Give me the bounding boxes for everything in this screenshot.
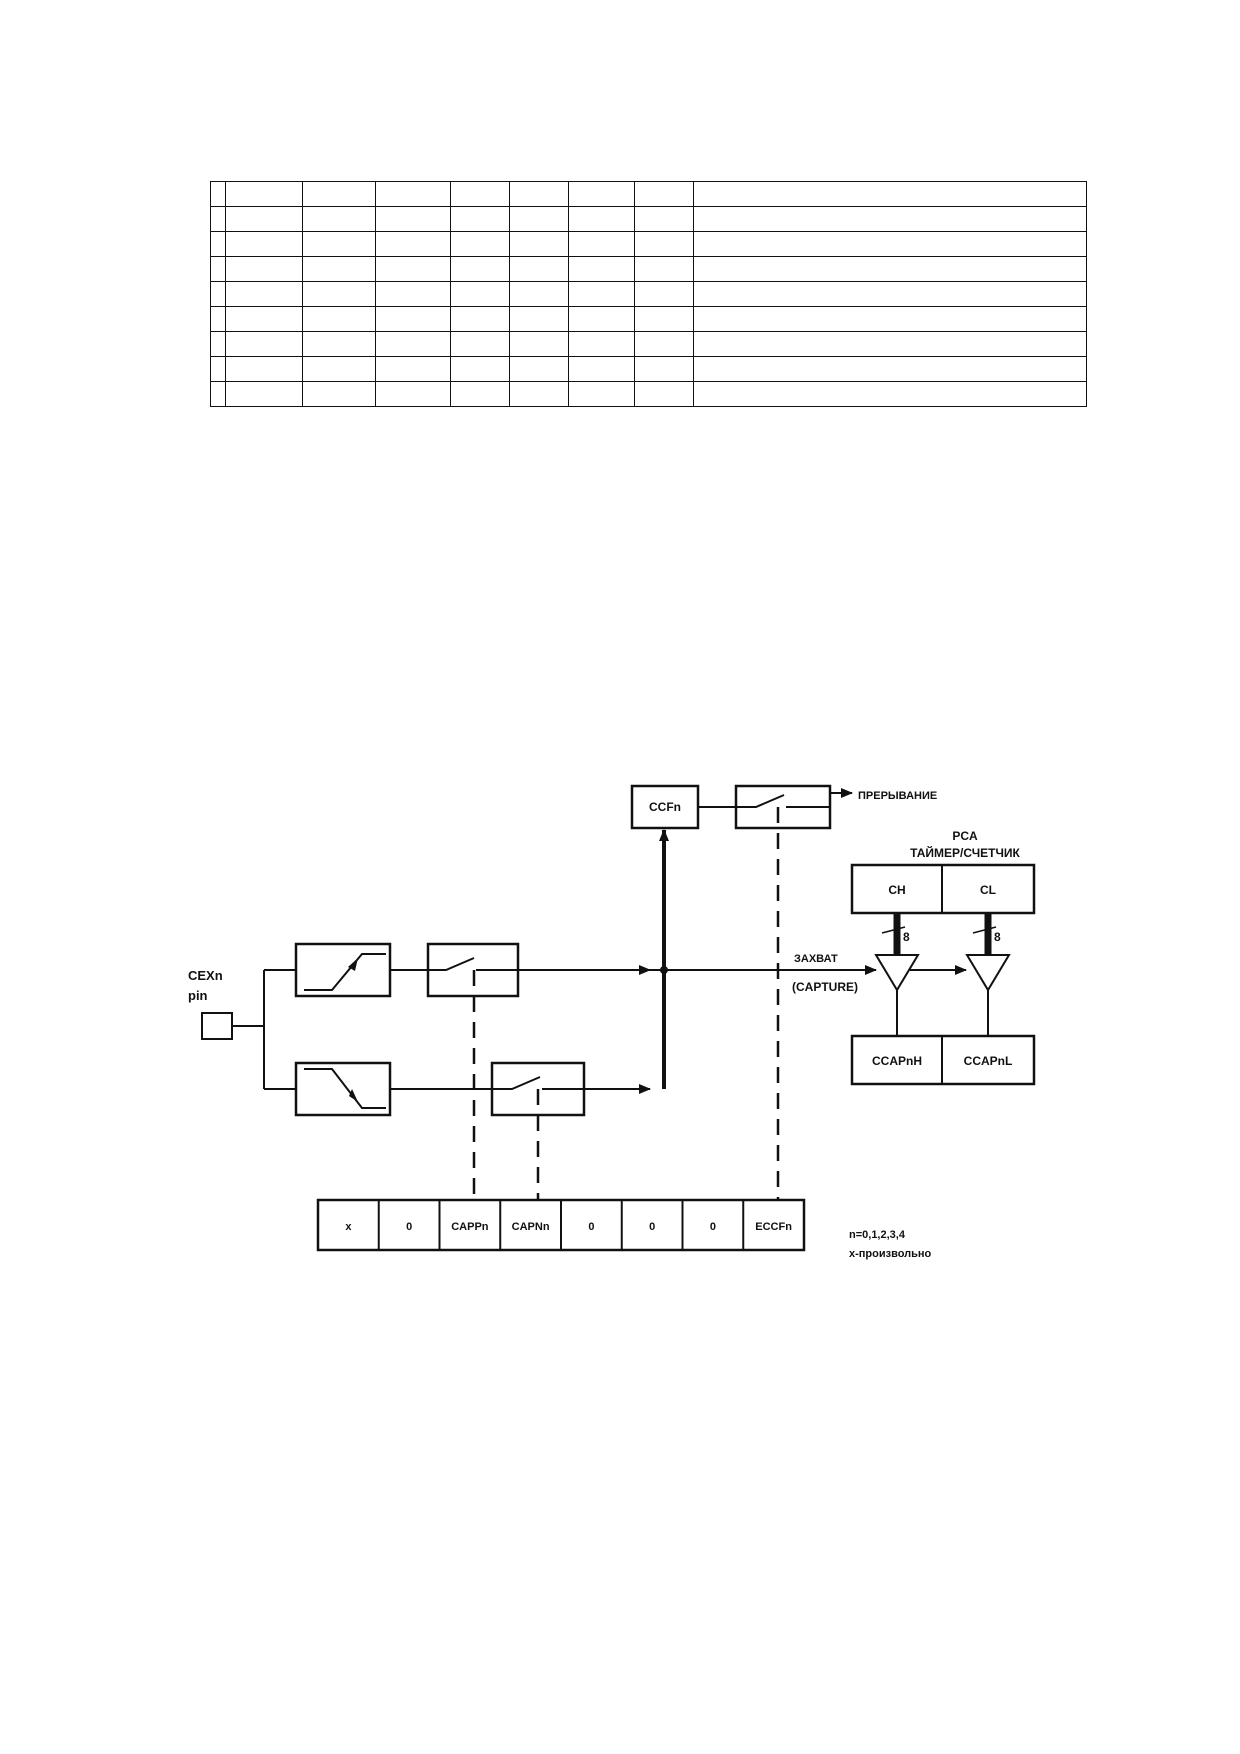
falling-edge-detector (294, 1061, 392, 1117)
ch-bus-width: 8 (903, 930, 910, 944)
register-bit-5: 0 (649, 1221, 655, 1233)
ch-bus-slash (881, 926, 906, 934)
table-cell (375, 331, 451, 357)
table-cell (693, 206, 1087, 232)
capp-switch (390, 942, 520, 998)
table-cell (225, 256, 303, 282)
capture-label-ru: ЗАХВАТ (794, 953, 838, 965)
table-cell (375, 206, 451, 232)
register-bit-6: 0 (710, 1221, 716, 1233)
cl-bus-slash (972, 926, 997, 934)
rising-edge-detector (294, 942, 392, 998)
input-label: CEXn (188, 968, 223, 983)
ch-capture-buffer (874, 954, 920, 992)
table-cell (693, 381, 1087, 407)
cl-label: CL (980, 883, 996, 897)
table-cell (302, 356, 376, 382)
table-cell (302, 381, 376, 407)
table-cell (450, 331, 510, 357)
register-bit-4: 0 (588, 1221, 594, 1233)
table-cell (634, 381, 694, 407)
interrupt-label: ПРЕРЫВАНИЕ (858, 790, 937, 802)
ccaph-label: CCAPnH (872, 1054, 922, 1068)
ccapl-label: CCAPnL (964, 1054, 1013, 1068)
table-body (210, 181, 1087, 407)
cl-bus-width: 8 (994, 930, 1001, 944)
table-cell (568, 181, 635, 207)
ch-label: CH (888, 883, 905, 897)
table-row (210, 206, 1087, 232)
capn-switch (390, 1061, 586, 1117)
junction-dot (660, 966, 668, 974)
table-row (210, 381, 1087, 407)
note-x: x-произвольно (849, 1248, 932, 1260)
pca-sublabel: ТАЙМЕР/СЧЕТЧИК (910, 845, 1020, 860)
table-cell (509, 206, 569, 232)
table-cell (302, 181, 376, 207)
table-cell (450, 256, 510, 282)
table-row (210, 256, 1087, 282)
table-cell (634, 206, 694, 232)
table-cell (225, 181, 303, 207)
table-row (210, 356, 1087, 382)
pin-box (201, 1012, 233, 1040)
table-cell (693, 181, 1087, 207)
register-bit-0: x (345, 1221, 352, 1233)
table-cell (693, 306, 1087, 332)
ccf-label: CCFn (649, 800, 681, 814)
table-cell (225, 331, 303, 357)
register-bit-2: CAPPn (451, 1221, 489, 1233)
table-cell (634, 181, 694, 207)
pca-label: PCA (952, 829, 978, 843)
input-sublabel: pin (188, 988, 208, 1003)
register-table (210, 181, 1087, 407)
table-cell (302, 281, 376, 307)
register-bit-1: 0 (406, 1221, 412, 1233)
table-row (210, 306, 1087, 332)
mode-register-bits: x 0 CAPPn CAPNn 0 0 0 ECCFn (345, 1221, 792, 1233)
table-cell (375, 356, 451, 382)
interrupt-switch (734, 784, 832, 830)
table-cell (375, 306, 451, 332)
table-cell (302, 306, 376, 332)
cl-capture-buffer (965, 954, 1011, 992)
table-cell (693, 281, 1087, 307)
table-row (210, 331, 1087, 357)
table-cell (509, 281, 569, 307)
note-n: n=0,1,2,3,4 (849, 1229, 906, 1241)
table-cell (450, 281, 510, 307)
register-bit-7: ECCFn (755, 1221, 792, 1233)
table-cell (634, 231, 694, 257)
table-row (210, 281, 1087, 307)
register-bit-3: CAPNn (512, 1221, 550, 1233)
table-cell (568, 381, 635, 407)
capture-label-en: (CAPTURE) (792, 980, 858, 994)
mode-register-dividers (377, 1200, 745, 1250)
